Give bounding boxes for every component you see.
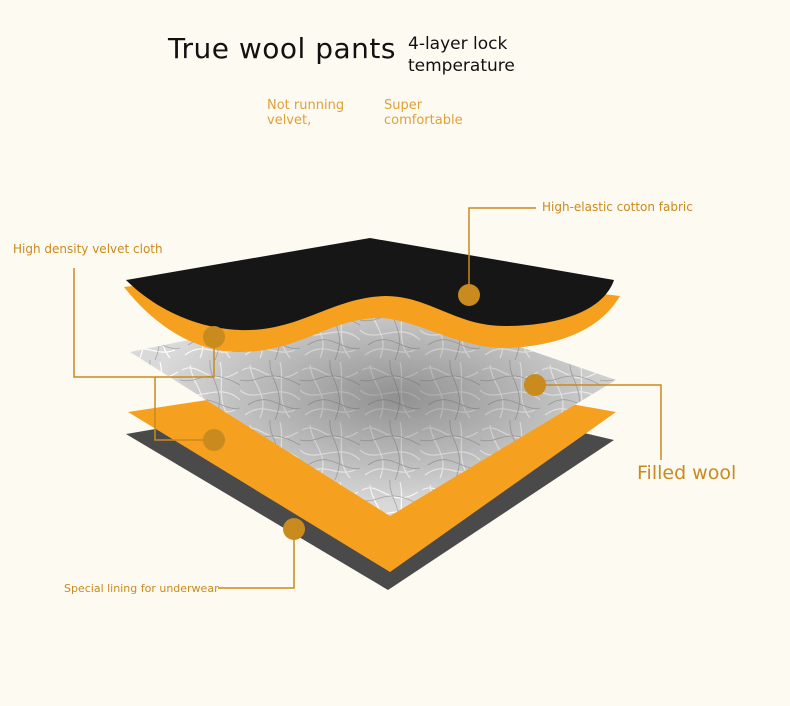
callout-dot-cotton — [458, 284, 480, 306]
page-title: True wool pants — [168, 32, 396, 65]
callout-dot-velvet — [203, 326, 225, 348]
feature-not-running-velvet: Not running velvet, — [267, 98, 345, 128]
label-filled-wool: Filled wool — [637, 462, 737, 484]
label-velvet-cloth: High density velvet cloth — [13, 242, 163, 256]
label-cotton-fabric: High-elastic cotton fabric — [542, 200, 693, 214]
label-lining: Special lining for underwear — [64, 582, 219, 595]
callout-line-cotton — [468, 207, 536, 294]
callout-line-velvet-lower — [154, 377, 214, 441]
page-subtitle: 4-layer lock temperature — [408, 34, 515, 76]
feature-super-comfortable: Super comfortable — [384, 98, 463, 128]
callout-dot-velvet-lower — [203, 429, 225, 451]
callout-line-lining — [218, 530, 295, 589]
callout-dot-lining — [283, 518, 305, 540]
callout-dot-wool — [524, 374, 546, 396]
cotton-fabric-layer — [126, 238, 614, 331]
callout-line-wool — [535, 384, 662, 460]
callout-line-velvet — [73, 268, 215, 378]
